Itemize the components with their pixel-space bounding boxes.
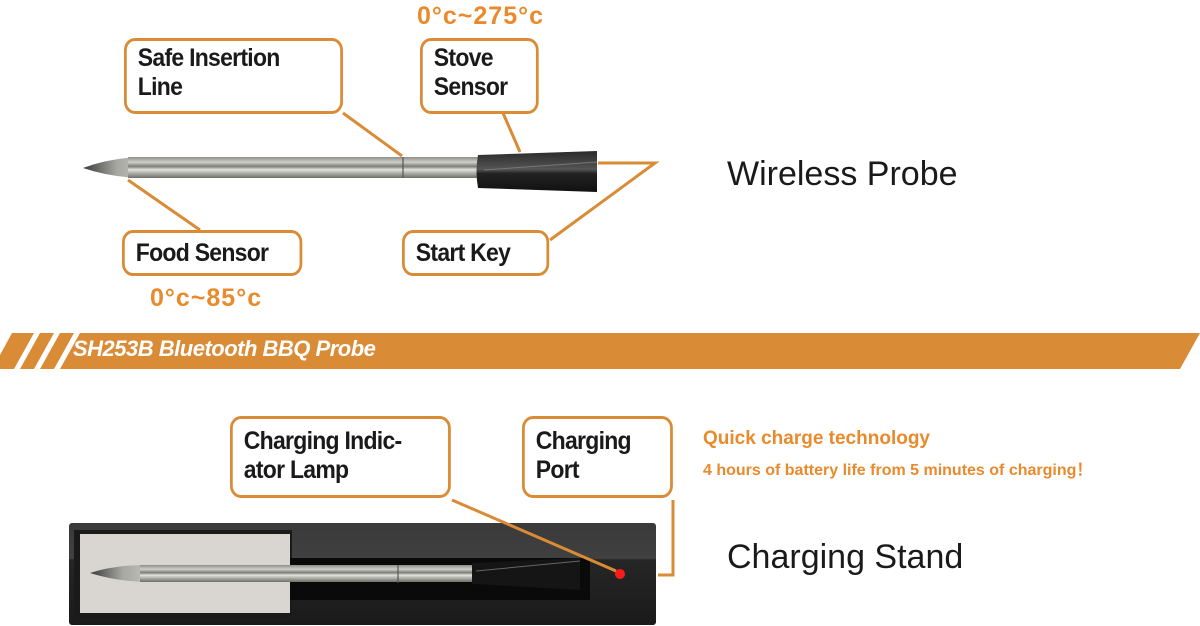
quick-charge-title: Quick charge technology xyxy=(703,428,930,449)
food-temp-range: 0°c~85°c xyxy=(150,284,263,312)
leader-stove-sensor xyxy=(501,112,522,153)
leader-start-key xyxy=(549,161,660,242)
indicator-led xyxy=(615,569,625,579)
wireless-probe-image xyxy=(83,151,598,192)
quick-charge-detail: 4 hours of battery life from 5 minutes o… xyxy=(703,462,1093,479)
leader-charging-port xyxy=(658,500,675,577)
charging-stand-image xyxy=(69,523,656,625)
title-banner xyxy=(0,333,1200,369)
leader-indicator-lamp xyxy=(451,498,617,573)
callout-safe-insertion-line: Safe Insertion Line xyxy=(124,38,343,114)
callout-start-key: Start Key xyxy=(402,230,550,276)
stove-temp-range: 0°c~275°c xyxy=(417,2,545,30)
charging-stand-title: Charging Stand xyxy=(727,538,964,576)
callout-stove-sensor: Stove Sensor xyxy=(420,38,539,114)
banner-title: SH253B Bluetooth BBQ Probe xyxy=(73,336,376,361)
leader-food-sensor xyxy=(127,178,201,232)
callout-food-sensor: Food Sensor xyxy=(122,230,303,276)
leader-safe-insertion xyxy=(342,111,403,158)
wireless-probe-title: Wireless Probe xyxy=(727,155,958,193)
callout-charging-indicator-lamp: Charging Indic- ator Lamp xyxy=(230,416,451,498)
callout-charging-port: Charging Port xyxy=(522,416,673,498)
